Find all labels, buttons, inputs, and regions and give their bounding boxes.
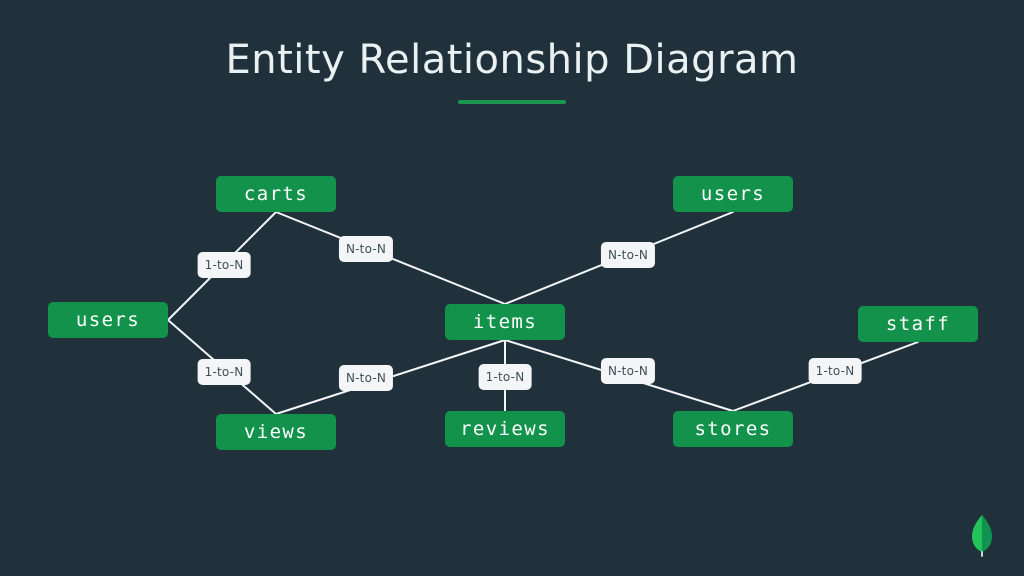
cardinality-label-users-carts[interactable]: 1-to-N xyxy=(197,252,251,278)
entity-node-carts[interactable]: carts xyxy=(216,176,336,212)
cardinality-label-items-users[interactable]: N-to-N xyxy=(600,242,656,268)
entity-node-staff[interactable]: staff xyxy=(858,306,978,342)
cardinality-label-views-items[interactable]: N-to-N xyxy=(338,365,394,391)
cardinality-label-stores-staff[interactable]: 1-to-N xyxy=(808,358,862,384)
entity-node-reviews[interactable]: reviews xyxy=(445,411,565,447)
cardinality-label-items-stores[interactable]: N-to-N xyxy=(600,358,656,384)
cardinality-label-carts-items[interactable]: N-to-N xyxy=(338,236,394,262)
cardinality-label-users-views[interactable]: 1-to-N xyxy=(197,359,251,385)
entity-node-views[interactable]: views xyxy=(216,414,336,450)
page-title: Entity Relationship Diagram xyxy=(225,37,799,83)
entity-node-items[interactable]: items xyxy=(445,304,565,340)
entity-node-users_left[interactable]: users xyxy=(48,302,168,338)
entity-node-users_right[interactable]: users xyxy=(673,176,793,212)
cardinality-label-items-reviews[interactable]: 1-to-N xyxy=(478,364,532,390)
entity-node-stores[interactable]: stores xyxy=(673,411,793,447)
mongodb-leaf-icon xyxy=(972,515,992,557)
title-block: Entity Relationship Diagram xyxy=(0,38,1024,104)
title-underline-rule xyxy=(458,100,566,104)
